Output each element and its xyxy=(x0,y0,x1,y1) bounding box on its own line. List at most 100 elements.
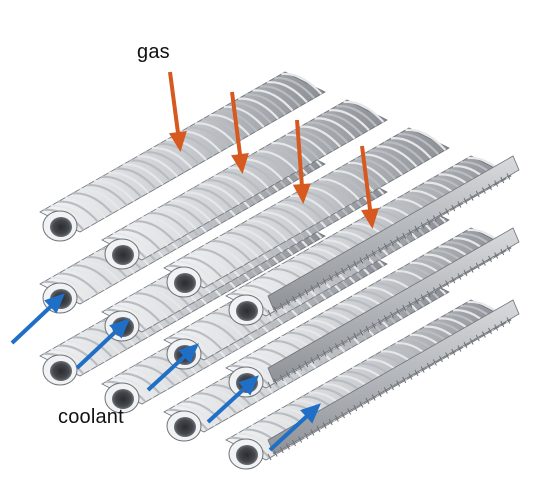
fin-ridge xyxy=(252,89,294,112)
fin-ridge xyxy=(129,159,171,182)
fin-ridge xyxy=(203,244,245,267)
side-tooth xyxy=(506,173,511,180)
side-tooth xyxy=(457,345,462,352)
side-tooth xyxy=(310,285,315,292)
side-tooth xyxy=(377,318,382,326)
coolant-arrow-head xyxy=(238,375,259,396)
fin-ridge xyxy=(336,104,378,127)
side-tooth xyxy=(347,264,352,271)
side-tooth xyxy=(267,309,272,317)
fin-ridge xyxy=(405,128,447,151)
side-tooth xyxy=(451,348,456,356)
side-tooth xyxy=(347,336,352,343)
fin-ridge xyxy=(261,211,303,234)
side-tooth xyxy=(359,329,364,336)
fin-ridge xyxy=(72,264,114,287)
fin-ridge xyxy=(376,145,418,168)
fin-ridge xyxy=(189,252,231,275)
fin-ridge xyxy=(268,207,310,230)
side-tooth xyxy=(285,443,290,450)
fin-ridge xyxy=(203,316,245,339)
fin-ridge xyxy=(285,133,327,156)
fin-ridge xyxy=(196,320,238,343)
side-tooth xyxy=(383,315,388,322)
side-tooth xyxy=(377,390,382,398)
fin-ridge xyxy=(239,223,281,246)
side-tooth xyxy=(500,248,505,256)
fin-ridge xyxy=(101,175,143,198)
side-tooth xyxy=(304,288,309,296)
fin-ridge xyxy=(112,376,154,399)
coolant-arrow-head xyxy=(178,343,199,364)
side-tooth xyxy=(359,257,364,264)
fin-ridge xyxy=(259,85,301,108)
fin-ridge xyxy=(256,150,298,173)
side-tooth xyxy=(451,204,456,212)
fin-ridge xyxy=(148,212,190,234)
side-tooth xyxy=(353,404,358,412)
fin-ridge xyxy=(170,199,212,222)
fin-ridge xyxy=(321,113,363,136)
side-tooth xyxy=(408,373,413,380)
coolant-arrow-head xyxy=(44,293,65,314)
coolant-arrow-head xyxy=(109,318,130,339)
fin-ridge xyxy=(127,224,169,247)
fin-ridge xyxy=(206,179,248,202)
side-tooth xyxy=(439,211,443,219)
side-tooth xyxy=(371,394,376,401)
fin-ridge xyxy=(174,332,216,355)
side-tooth xyxy=(273,306,278,313)
side-tooth xyxy=(353,332,358,340)
side-tooth xyxy=(488,255,492,263)
side-tooth xyxy=(463,269,468,277)
side-tooth xyxy=(475,262,480,270)
side-tooth xyxy=(420,222,425,229)
side-tooth xyxy=(432,215,437,222)
tube-opening xyxy=(174,417,196,437)
side-tooth xyxy=(341,339,345,347)
fin-ridge xyxy=(266,81,308,104)
side-tooth xyxy=(506,245,511,252)
fin-ridge xyxy=(196,248,238,271)
fin-ridge xyxy=(390,137,432,160)
fin-ridge xyxy=(50,276,92,299)
side-tooth xyxy=(383,387,388,394)
side-tooth xyxy=(371,322,376,329)
side-tooth xyxy=(285,299,290,306)
side-tooth xyxy=(328,274,333,282)
side-tooth xyxy=(463,197,468,205)
side-tooth xyxy=(414,369,419,377)
fin-ridge xyxy=(246,219,288,242)
side-tooth xyxy=(322,278,327,285)
side-tooth xyxy=(451,276,456,284)
side-tooth xyxy=(304,360,309,368)
side-tooth xyxy=(481,187,486,194)
fin-ridge xyxy=(79,332,121,355)
fin-ridge xyxy=(72,336,114,359)
fin-ridge xyxy=(134,364,176,387)
side-tooth xyxy=(341,267,345,275)
side-tooth xyxy=(304,432,309,440)
side-tooth xyxy=(396,380,401,387)
fin-ridge xyxy=(238,97,279,120)
side-tooth xyxy=(414,225,419,233)
side-tooth xyxy=(396,308,401,315)
side-tooth xyxy=(426,362,431,370)
side-tooth xyxy=(267,453,272,461)
fin-ridge xyxy=(137,155,179,178)
side-tooth xyxy=(334,271,339,278)
side-tooth xyxy=(488,183,492,191)
fin-ridge xyxy=(225,231,267,254)
fin-ridge xyxy=(72,192,114,215)
fin-ridge xyxy=(245,93,287,116)
side-tooth xyxy=(310,429,315,436)
fin-ridge xyxy=(165,138,207,161)
fin-ridge xyxy=(181,328,223,351)
fin-ridge xyxy=(232,227,274,250)
side-tooth xyxy=(316,425,321,433)
side-tooth xyxy=(292,295,296,303)
tube-opening xyxy=(174,273,196,293)
side-tooth xyxy=(494,324,499,331)
fin-ridge xyxy=(57,344,99,367)
